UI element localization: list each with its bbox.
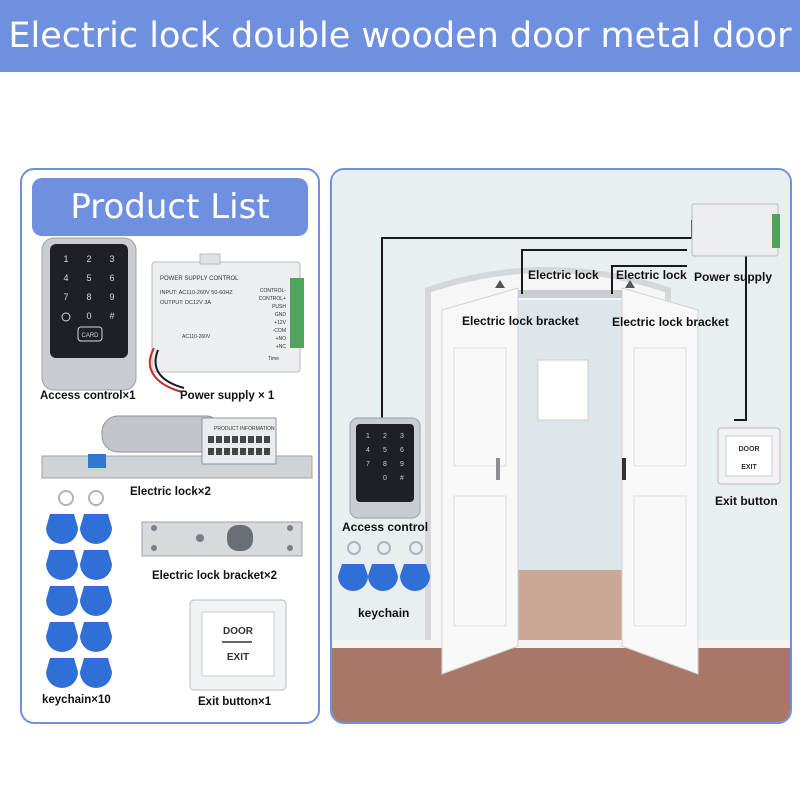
svg-text:6: 6 [400, 447, 404, 454]
keyfob-icon [338, 541, 430, 591]
svg-text:CONTROL-: CONTROL- [260, 288, 286, 294]
label-power-supply-qty: Power supply × 1 [180, 390, 275, 402]
product-list-header: Product List [32, 178, 308, 236]
lock-bracket-icon [141, 521, 303, 557]
svg-text:8: 8 [383, 461, 387, 468]
svg-text:#: # [109, 311, 114, 321]
product-illustrations: 1 2 3 4 5 6 7 8 9 0 # CARD POWER SUPPLY CONTROL… [41, 237, 313, 691]
label-power-supply: Power supply [694, 270, 773, 284]
svg-text:5: 5 [383, 447, 387, 454]
label-electric-lock-left: Electric lock [528, 268, 599, 282]
svg-text:PUSH: PUSH [272, 304, 286, 310]
label-bracket-right: Electric lock bracket [612, 315, 729, 329]
svg-text:CONTROL+: CONTROL+ [259, 296, 286, 302]
label-exit-button: Exit button [715, 494, 778, 508]
power-supply-model: AC110-260V [182, 334, 211, 340]
svg-text:3: 3 [109, 254, 114, 264]
svg-text:2: 2 [86, 254, 91, 264]
svg-text:DOOR: DOOR [739, 446, 760, 453]
label-access-control-qty: Access control×1 [40, 390, 136, 402]
label-bracket-qty: Electric lock bracket×2 [152, 570, 277, 582]
svg-text:2: 2 [383, 433, 387, 440]
exit-button-icon: DOOR EXIT [717, 427, 781, 485]
svg-text:4: 4 [366, 447, 370, 454]
svg-text:GND: GND [275, 312, 287, 318]
svg-text:EXIT: EXIT [741, 464, 757, 471]
label-bracket-left: Electric lock bracket [462, 314, 579, 328]
svg-text:1: 1 [63, 254, 68, 264]
svg-text:7: 7 [366, 461, 370, 468]
keypad-card-text: CARD [81, 333, 99, 339]
svg-text:#: # [400, 475, 404, 482]
power-supply-icon [691, 203, 780, 257]
product-list-title: Product List [70, 187, 270, 227]
power-supply-icon: POWER SUPPLY CONTROL INPUT: AC110-260V 5… [148, 253, 304, 393]
svg-text:-COM: -COM [273, 328, 286, 334]
keypad-icon: 1 2 3 4 5 6 7 8 9 0 # CARD [41, 237, 137, 391]
electric-bolt-lock-icon: PRODUCT INFORMATION [41, 415, 313, 479]
label-electric-lock-qty: Electric lock×2 [130, 486, 211, 498]
svg-text:+NC: +NC [276, 344, 287, 350]
installation-diagram-panel: 1 2 3 4 5 6 7 8 9 0 # DOOR EXIT [330, 168, 792, 724]
lock-info-text: PRODUCT INFORMATION [214, 426, 275, 432]
keyfob-icon [46, 490, 112, 688]
svg-text:DOOR: DOOR [223, 626, 254, 637]
svg-text:9: 9 [109, 292, 114, 302]
svg-text:6: 6 [109, 273, 114, 283]
title-banner: Electric lock double wooden door metal d… [0, 0, 800, 72]
svg-text:+12V: +12V [274, 320, 286, 326]
svg-text:9: 9 [400, 461, 404, 468]
exit-button-icon: DOOR EXIT [189, 599, 287, 691]
svg-text:8: 8 [86, 292, 91, 302]
keypad-icon: 1 2 3 4 5 6 7 8 9 0 # [349, 417, 421, 519]
power-supply-output: OUTPUT: DC12V 3A [160, 300, 211, 306]
label-exit-button-qty: Exit button×1 [198, 696, 272, 708]
power-supply-input: INPUT: AC110-260V 50-60HZ [160, 290, 233, 296]
svg-text:0: 0 [383, 475, 387, 482]
svg-text:1: 1 [366, 433, 370, 440]
door-diagram: 1 2 3 4 5 6 7 8 9 0 # DOOR EXIT [332, 170, 790, 722]
svg-text:7: 7 [63, 292, 68, 302]
svg-text:4: 4 [63, 273, 68, 283]
page-title: Electric lock double wooden door metal d… [8, 16, 792, 56]
svg-text:5: 5 [86, 273, 91, 283]
label-keychain-qty: keychain×10 [42, 694, 111, 706]
power-supply-title: POWER SUPPLY CONTROL [160, 276, 239, 282]
label-electric-lock-right: Electric lock [616, 268, 687, 282]
label-access-control: Access control [342, 520, 429, 534]
svg-text:EXIT: EXIT [227, 652, 249, 663]
svg-text:3: 3 [400, 433, 404, 440]
product-list-panel: Product List 1 2 3 4 5 6 7 8 9 0 # CARD POWER S… [20, 168, 320, 724]
label-keychain: keychain [358, 606, 410, 620]
svg-text:Time: Time [268, 356, 279, 362]
svg-text:+NO: +NO [276, 336, 287, 342]
svg-text:0: 0 [86, 311, 91, 321]
